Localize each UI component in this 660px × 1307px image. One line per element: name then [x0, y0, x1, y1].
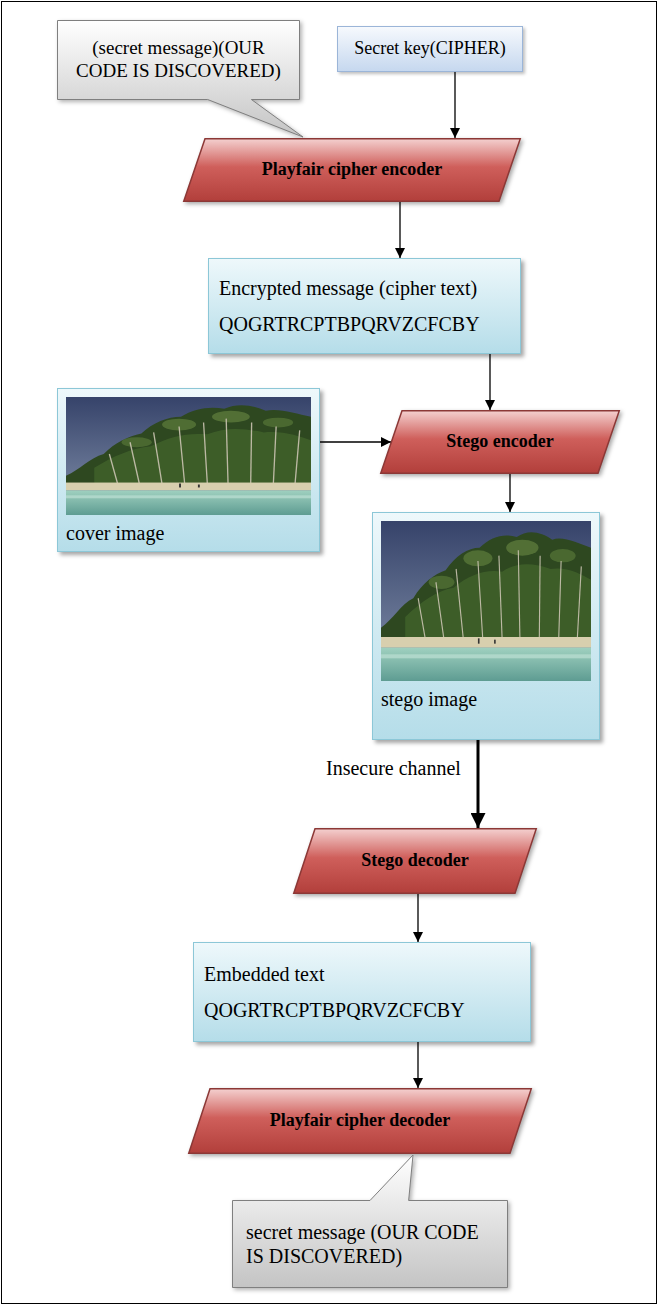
- cover-photo: [66, 397, 311, 515]
- image-box: stego image: [372, 512, 600, 740]
- flow-arrow: [320, 441, 391, 442]
- node-label: Playfair cipher encoder: [215, 159, 489, 181]
- data-box: Embedded textQOGRTRCPTBPQRVZCFCBY: [193, 942, 531, 1042]
- process-parallelogram: Playfair cipher decoder: [188, 1088, 532, 1154]
- node-label: Secret key(CIPHER): [346, 38, 514, 60]
- node-label: Playfair cipher decoder: [220, 1110, 500, 1132]
- node-label: Stego encoder: [412, 431, 588, 453]
- callout-outline: [232, 1200, 508, 1288]
- flow-arrow: [477, 740, 480, 828]
- image-caption: cover image: [66, 521, 311, 545]
- image-box: cover image: [57, 388, 320, 552]
- callout-shape: [58, 21, 304, 138]
- flow-arrow: [454, 72, 455, 138]
- flow-arrow: [489, 354, 490, 410]
- process-parallelogram: Stego decoder: [293, 828, 537, 894]
- flow-arrow: [509, 474, 510, 512]
- node-label: Embedded text: [204, 962, 520, 986]
- parallelogram-shape: [294, 829, 537, 894]
- node-label: Stego decoder: [325, 850, 505, 872]
- speech-callout: secret message (OUR CODE IS DISCOVERED): [232, 1200, 508, 1288]
- process-parallelogram: Playfair cipher encoder: [183, 138, 521, 202]
- process-parallelogram: Stego encoder: [380, 410, 620, 474]
- edge-label: Insecure channel: [323, 756, 464, 780]
- flow-arrow: [417, 1042, 418, 1088]
- node-label: Encrypted message (cipher text): [219, 276, 510, 300]
- parallelogram-shape: [189, 1089, 532, 1154]
- parallelogram-shape: [184, 139, 521, 202]
- callout-shape: [233, 1155, 508, 1288]
- image-caption: stego image: [381, 687, 591, 711]
- flow-arrow: [399, 202, 400, 258]
- flow-arrow: [417, 894, 418, 942]
- key-box: Secret key(CIPHER): [337, 26, 523, 72]
- speech-callout: (secret message)(OUR CODE IS DISCOVERED): [57, 20, 300, 100]
- cipher-text: QOGRTRCPTBPQRVZCFCBY: [219, 312, 510, 336]
- data-box: Encrypted message (cipher text) QOGRTRCPT…: [208, 258, 521, 354]
- cipher-text: QOGRTRCPTBPQRVZCFCBY: [204, 998, 520, 1022]
- parallelogram-shape: [381, 411, 620, 474]
- stego-photo: [381, 521, 591, 681]
- node-label: secret message (OUR CODE IS DISCOVERED): [246, 1220, 494, 1268]
- node-label: (secret message)(OUR CODE IS DISCOVERED): [69, 37, 288, 83]
